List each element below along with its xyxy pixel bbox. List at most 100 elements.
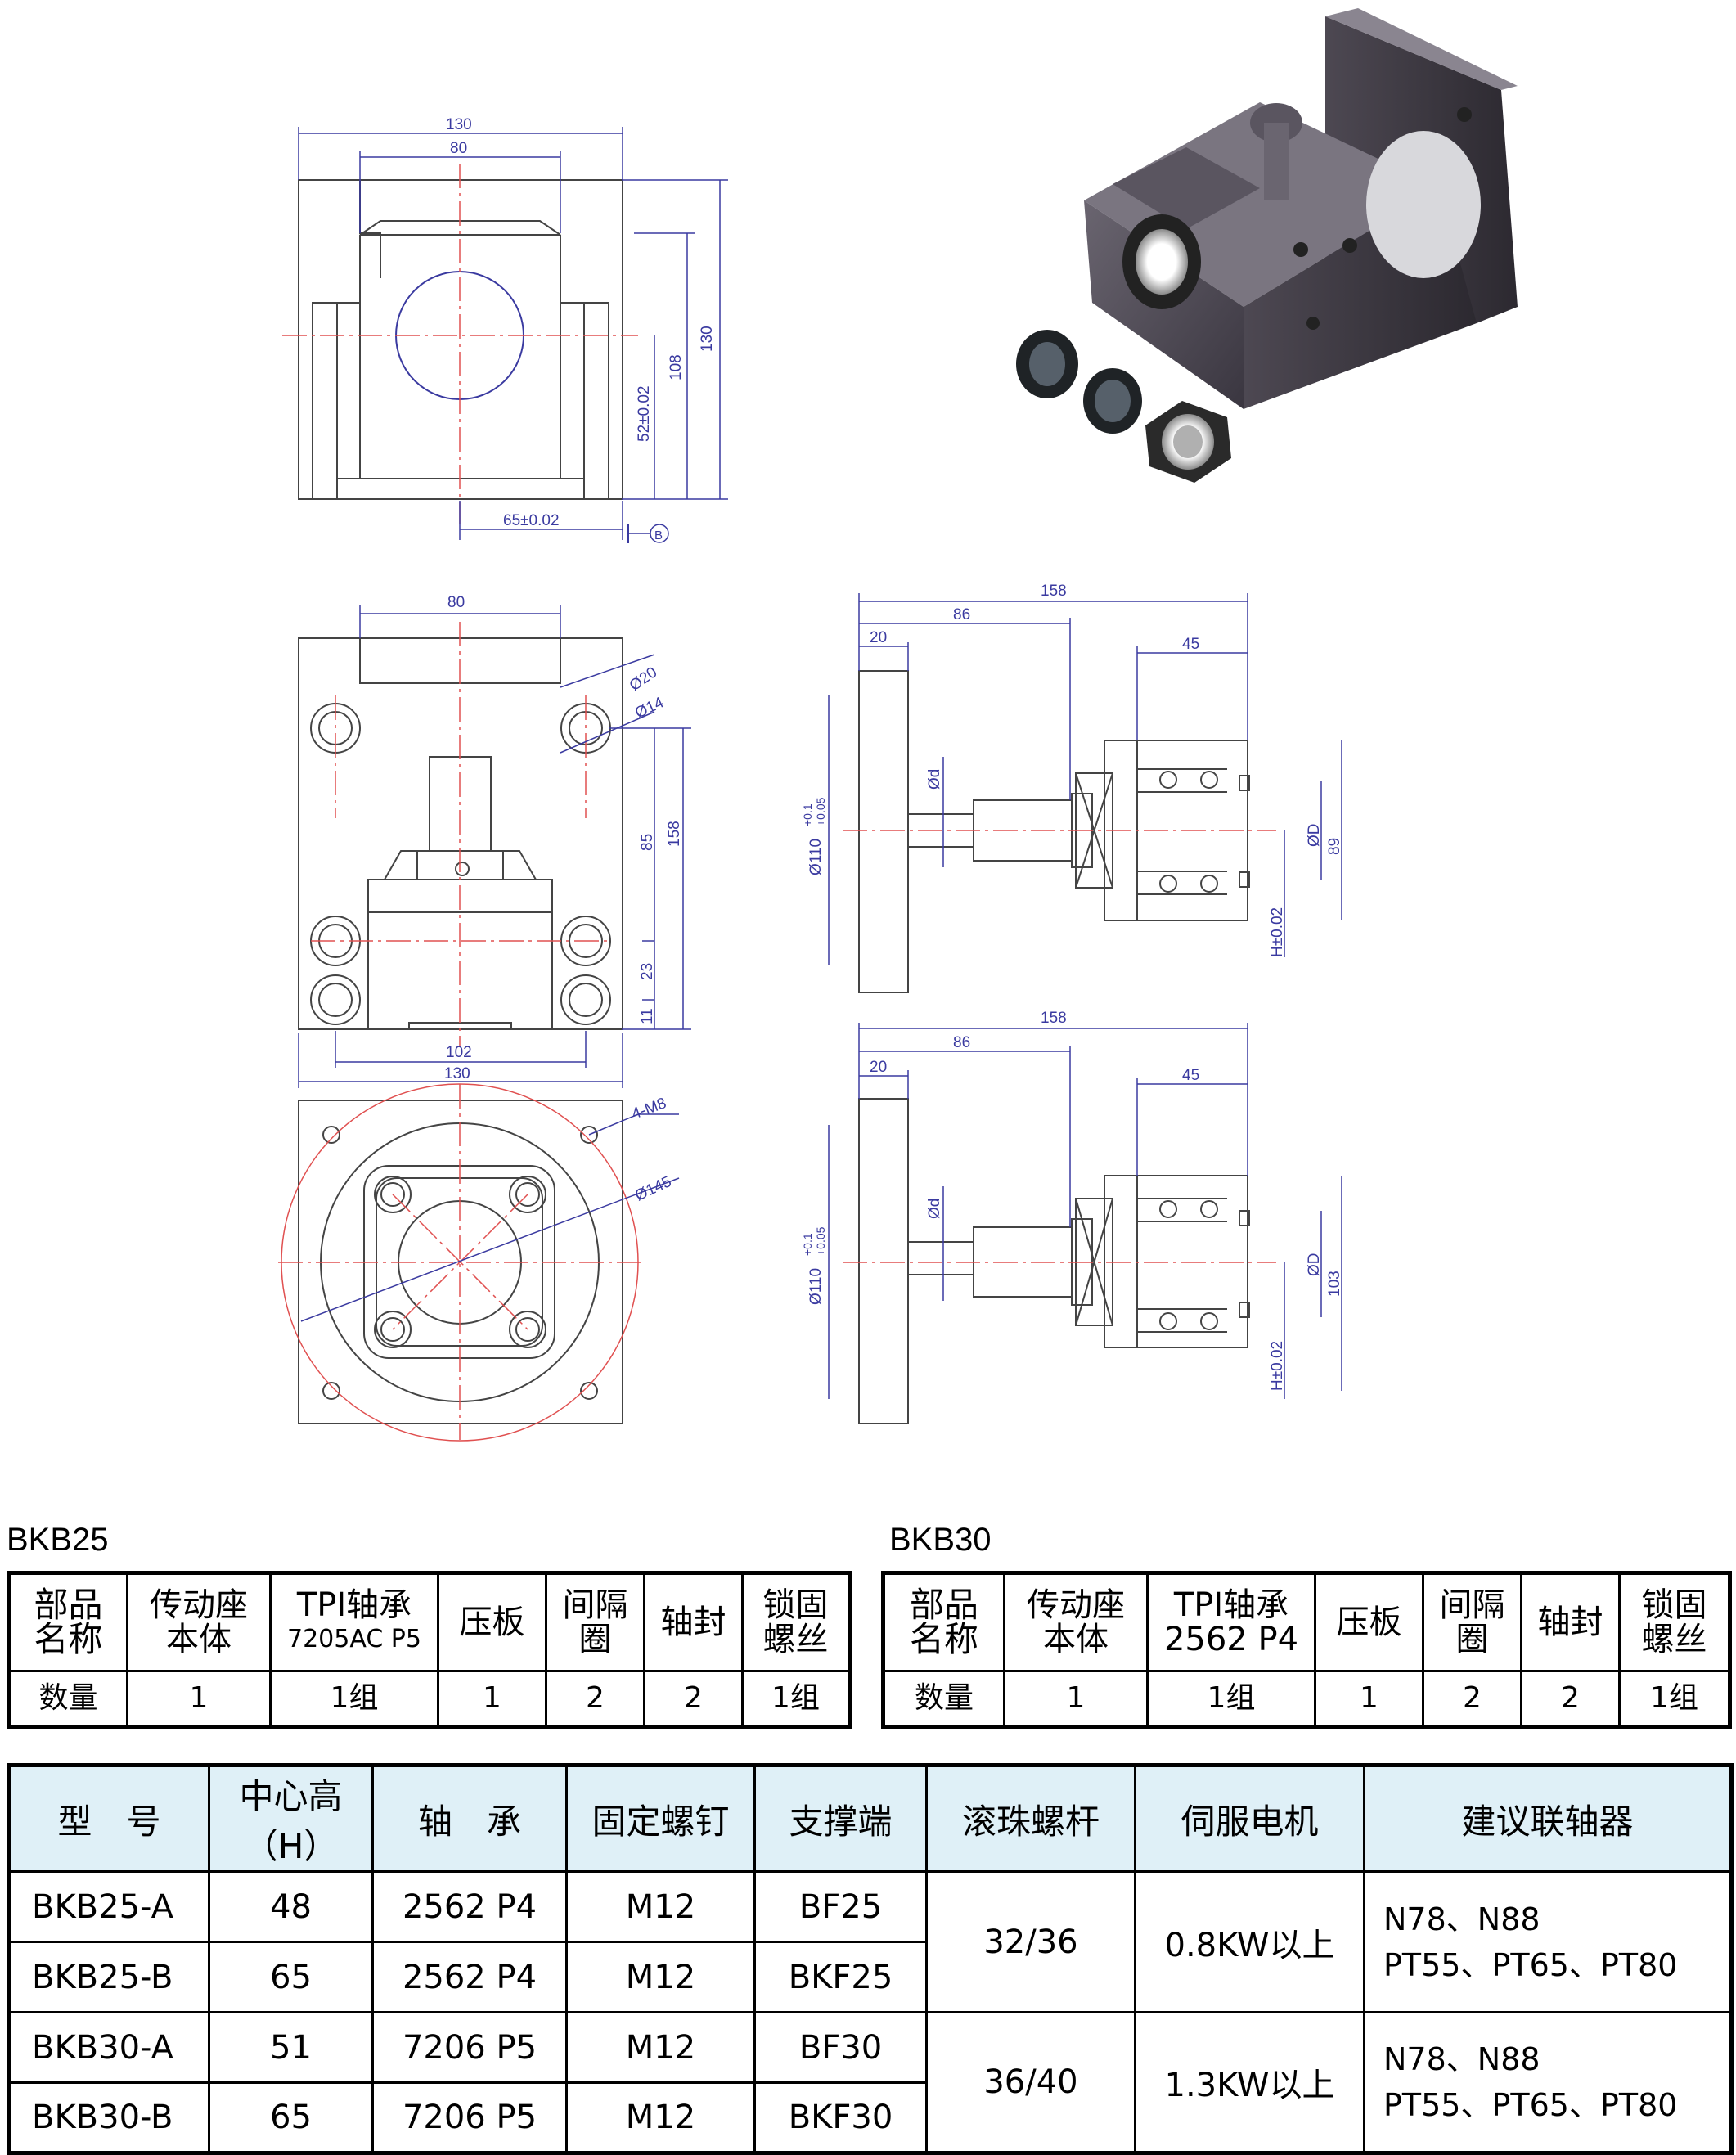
dim-s1-flange-tol-upper: +0.1 (801, 803, 814, 826)
header-fix-screw: 固定螺钉 (565, 1764, 756, 1873)
dim-hole-inner: Ø14 (632, 694, 667, 722)
bolt-circle-line (281, 1083, 639, 1442)
header-lock-screw: 锁固螺丝 (741, 1572, 851, 1672)
dim-s1-86: 86 (953, 606, 970, 623)
header-body: 传动座本体 (1003, 1572, 1149, 1672)
dim-front-width: 130 (446, 116, 472, 133)
cell-center-height: 48 (208, 1870, 374, 1943)
cell-coupling: N78、N88 PT55、PT65、PT80 (1363, 2011, 1733, 2154)
table-row: BKB25-A 48 2562 P4 M12 BF25 32/36 0.8KW以… (7, 1870, 1733, 2013)
cell-fix-screw: M12 (565, 2011, 756, 2084)
qty-label: 数量 (882, 1670, 1005, 1728)
section-view-2 (858, 1098, 1250, 1424)
cell-fix-screw: M12 (565, 1941, 756, 2013)
header-lock-screw: 锁固螺丝 (1618, 1572, 1731, 1672)
header-center-height-label: 中心高 (239, 1776, 343, 1816)
cell-center-height: 65 (208, 2081, 374, 2154)
dim-s1-center: H±0.02 (1269, 907, 1286, 957)
dim-s1-45: 45 (1182, 636, 1199, 653)
cell-center-height: 51 (208, 2011, 374, 2084)
dim-thread: 4-M8 (630, 1095, 669, 1123)
cell-model: BKB25-B (7, 1941, 210, 2013)
qty-bearing: 1组 (1146, 1670, 1316, 1728)
dim-s1-flange-tol-lower: +0.05 (814, 797, 827, 826)
dim-s1-length: 158 (1041, 583, 1067, 600)
cell-servo-motor: 1.3KW以上 (1134, 2011, 1365, 2154)
header-part-name: 部品名称 (7, 1572, 128, 1672)
dim-top-width: 80 (447, 594, 465, 611)
cell-center-height: 65 (208, 1941, 374, 2013)
cell-ball-screw: 32/36 (925, 1870, 1136, 2013)
cell-support-end: BF30 (753, 2011, 928, 2084)
dim-front-height-108: 108 (668, 354, 685, 380)
dim-s1-height: 89 (1326, 838, 1343, 855)
coupling-line-2: PT55、PT65、PT80 (1383, 1946, 1678, 1983)
center-lines (278, 164, 1276, 1440)
dim-top-height-158: 158 (666, 821, 683, 847)
header-plate: 压板 (437, 1572, 547, 1672)
qty-body: 1 (1003, 1670, 1149, 1728)
header-servo-motor: 伺服电机 (1134, 1764, 1365, 1873)
cell-fix-screw: M12 (565, 2081, 756, 2154)
qty-lock-screw: 1组 (741, 1670, 851, 1728)
dim-top-width-102: 102 (446, 1044, 472, 1061)
cell-bearing: 2562 P4 (371, 1941, 568, 2013)
header-model: 型 号 (7, 1764, 210, 1873)
dim-s2-center: H±0.02 (1269, 1341, 1286, 1391)
header-bearing-model: 2562 P4 (1163, 1621, 1299, 1658)
qty-seal: 2 (1520, 1670, 1621, 1728)
cell-bearing: 2562 P4 (371, 1870, 568, 1943)
dim-hole-outer: Ø20 (627, 664, 660, 695)
dim-s1-shaft: Ød (926, 769, 943, 790)
header-center-height-unit: （H） (243, 1826, 339, 1866)
table-row: BKB25-B 65 2562 P4 M12 BKF25 (7, 1941, 1732, 2013)
dim-s1-flange: Ø110 (807, 839, 825, 875)
header-bearing-model: 7205AC P5 (286, 1625, 421, 1653)
dim-top-width-130: 130 (444, 1065, 470, 1082)
dim-s2-20: 20 (870, 1059, 887, 1076)
dim-s2-flange-tol-upper: +0.1 (801, 1233, 814, 1256)
qty-seal: 2 (643, 1670, 744, 1728)
header-support-end: 支撑端 (753, 1764, 928, 1873)
coupling-line-1: N78、N88 (1383, 1901, 1540, 1937)
dim-s2-86: 86 (953, 1034, 970, 1051)
section-view-1 (858, 670, 1250, 993)
cell-servo-motor: 0.8KW以上 (1134, 1870, 1365, 2013)
qty-bearing: 1组 (269, 1670, 439, 1728)
parts-table-bkb25: 部品名称 传动座本体 TPI轴承 7205AC P5 压板 间隔圈 轴封 锁固螺… (7, 1571, 852, 1729)
dim-s2-length: 158 (1041, 1010, 1067, 1027)
dim-top-height-23: 23 (639, 963, 656, 980)
header-spacer: 间隔圈 (1422, 1572, 1522, 1672)
table-row: BKB30-A 51 7206 P5 M12 BF30 36/40 1.3KW以… (7, 2011, 1733, 2154)
cell-support-end: BKF25 (753, 1941, 928, 2013)
header-seal: 轴封 (643, 1572, 744, 1672)
header-body: 传动座本体 (126, 1572, 272, 1672)
dim-top-height-85: 85 (639, 834, 656, 851)
dim-s2-45: 45 (1182, 1067, 1199, 1084)
header-part-name: 部品名称 (882, 1572, 1005, 1672)
front-view (298, 179, 623, 500)
table-row: BKB30-B 65 7206 P5 M12 BKF30 (7, 2081, 1732, 2154)
bkb30-title: BKB30 (889, 1522, 992, 1558)
dim-s2-height: 103 (1326, 1271, 1343, 1297)
dim-s2-bore: ØD (1306, 1253, 1323, 1277)
header-bearing: TPI轴承 7205AC P5 (269, 1572, 439, 1672)
cell-model: BKB30-A (7, 2011, 210, 2084)
parts-table-bkb30: 部品名称 传动座本体 TPI轴承 2562 P4 压板 间隔圈 轴封 锁固螺丝 … (881, 1571, 1732, 1729)
dim-s1-bore: ØD (1306, 824, 1323, 848)
bkb25-title: BKB25 (7, 1522, 109, 1558)
header-bearing: 轴 承 (371, 1764, 568, 1873)
qty-lock-screw: 1组 (1618, 1670, 1731, 1728)
cell-fix-screw: M12 (565, 1870, 756, 1943)
cell-support-end: BKF30 (753, 2081, 928, 2154)
coupling-line-1: N78、N88 (1383, 2041, 1540, 2077)
dimension-lines (298, 127, 1342, 1399)
qty-spacer: 2 (1422, 1670, 1522, 1728)
header-bearing: TPI轴承 2562 P4 (1146, 1572, 1316, 1672)
cell-coupling: N78、N88 PT55、PT65、PT80 (1363, 1870, 1733, 2013)
dim-top-height-11: 11 (639, 1008, 656, 1024)
header-center-height: 中心高 （H） (208, 1764, 374, 1873)
dim-center-height: 52±0.02 (636, 385, 653, 442)
dim-s2-shaft: Ød (926, 1199, 943, 1219)
header-coupling: 建议联轴器 (1363, 1764, 1733, 1873)
